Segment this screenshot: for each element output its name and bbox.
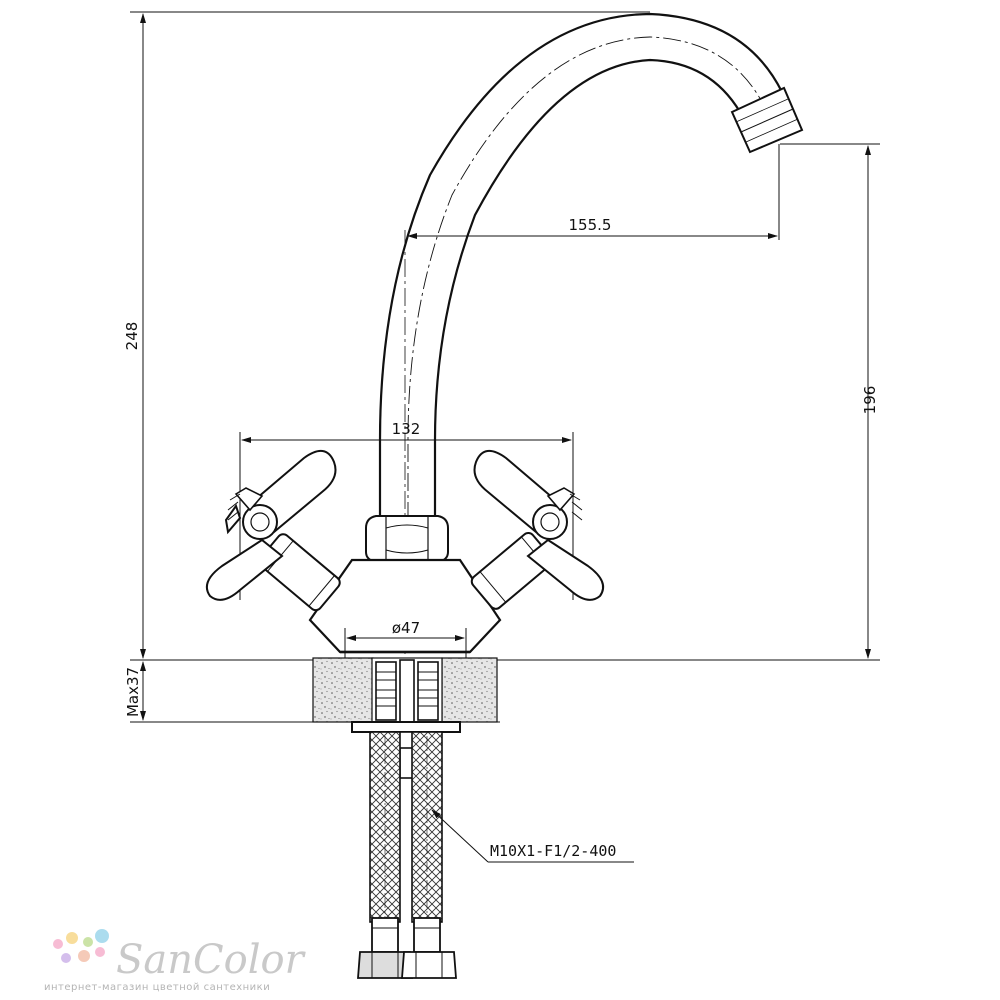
flex-hoses bbox=[369, 731, 443, 923]
right-hose-fitting bbox=[417, 661, 439, 721]
label-spout-reach: 155.5 bbox=[569, 216, 612, 234]
right-hose-ferrule bbox=[413, 917, 441, 953]
left-handle-arm-lower bbox=[206, 538, 284, 601]
spout-aerator bbox=[730, 86, 804, 154]
label-handle-span: 132 bbox=[392, 420, 421, 438]
spout-inner-edge bbox=[433, 58, 741, 518]
right-handle-hub bbox=[532, 504, 568, 540]
mounting-plate bbox=[351, 721, 461, 733]
hose-callout bbox=[431, 809, 634, 863]
countertop-left bbox=[312, 657, 374, 723]
hose-end-fittings bbox=[357, 917, 457, 979]
label-hose-spec: M10X1-F1/2-400 bbox=[490, 842, 616, 860]
logo-tagline: интернет-магазин цветной сантехники bbox=[44, 982, 270, 993]
spout-centerline bbox=[407, 36, 763, 520]
spout-nut bbox=[365, 515, 449, 563]
left-handle-cap bbox=[224, 503, 242, 535]
left-hose-ferrule bbox=[371, 917, 399, 953]
logo-dot bbox=[66, 932, 78, 944]
logo-dots-icon bbox=[53, 929, 109, 963]
countertop-right bbox=[441, 657, 498, 723]
logo-dot bbox=[95, 929, 109, 943]
spout-outer-edge bbox=[378, 12, 783, 518]
dimension-base-diameter bbox=[344, 628, 467, 660]
label-max-thickness: Max37 bbox=[124, 667, 142, 717]
label-base-diameter: ø47 bbox=[392, 619, 420, 637]
mounting-assembly bbox=[351, 657, 461, 779]
spout bbox=[378, 12, 804, 520]
logo-dot bbox=[53, 939, 63, 949]
logo-dot bbox=[78, 950, 90, 962]
left-cross-handle bbox=[206, 450, 337, 601]
logo-brand: SanColor bbox=[116, 937, 307, 983]
right-handle-arm-lower bbox=[526, 538, 604, 601]
logo-dot bbox=[61, 953, 71, 963]
dimension-spout-height bbox=[500, 143, 880, 661]
faucet-body bbox=[308, 558, 502, 654]
logo-watermark: SanColor интернет-магазин цветной сантех… bbox=[44, 929, 307, 993]
right-union-nut bbox=[401, 951, 457, 979]
logo-dot bbox=[95, 947, 105, 957]
dimension-spout-reach bbox=[407, 144, 780, 240]
logo-dot bbox=[83, 937, 93, 947]
label-total-height: 248 bbox=[123, 322, 141, 351]
countertop-section bbox=[312, 657, 498, 723]
left-handle-hub bbox=[242, 504, 278, 540]
left-hose-fitting bbox=[375, 661, 397, 721]
right-cross-handle bbox=[473, 450, 604, 601]
label-spout-height: 196 bbox=[861, 386, 879, 415]
